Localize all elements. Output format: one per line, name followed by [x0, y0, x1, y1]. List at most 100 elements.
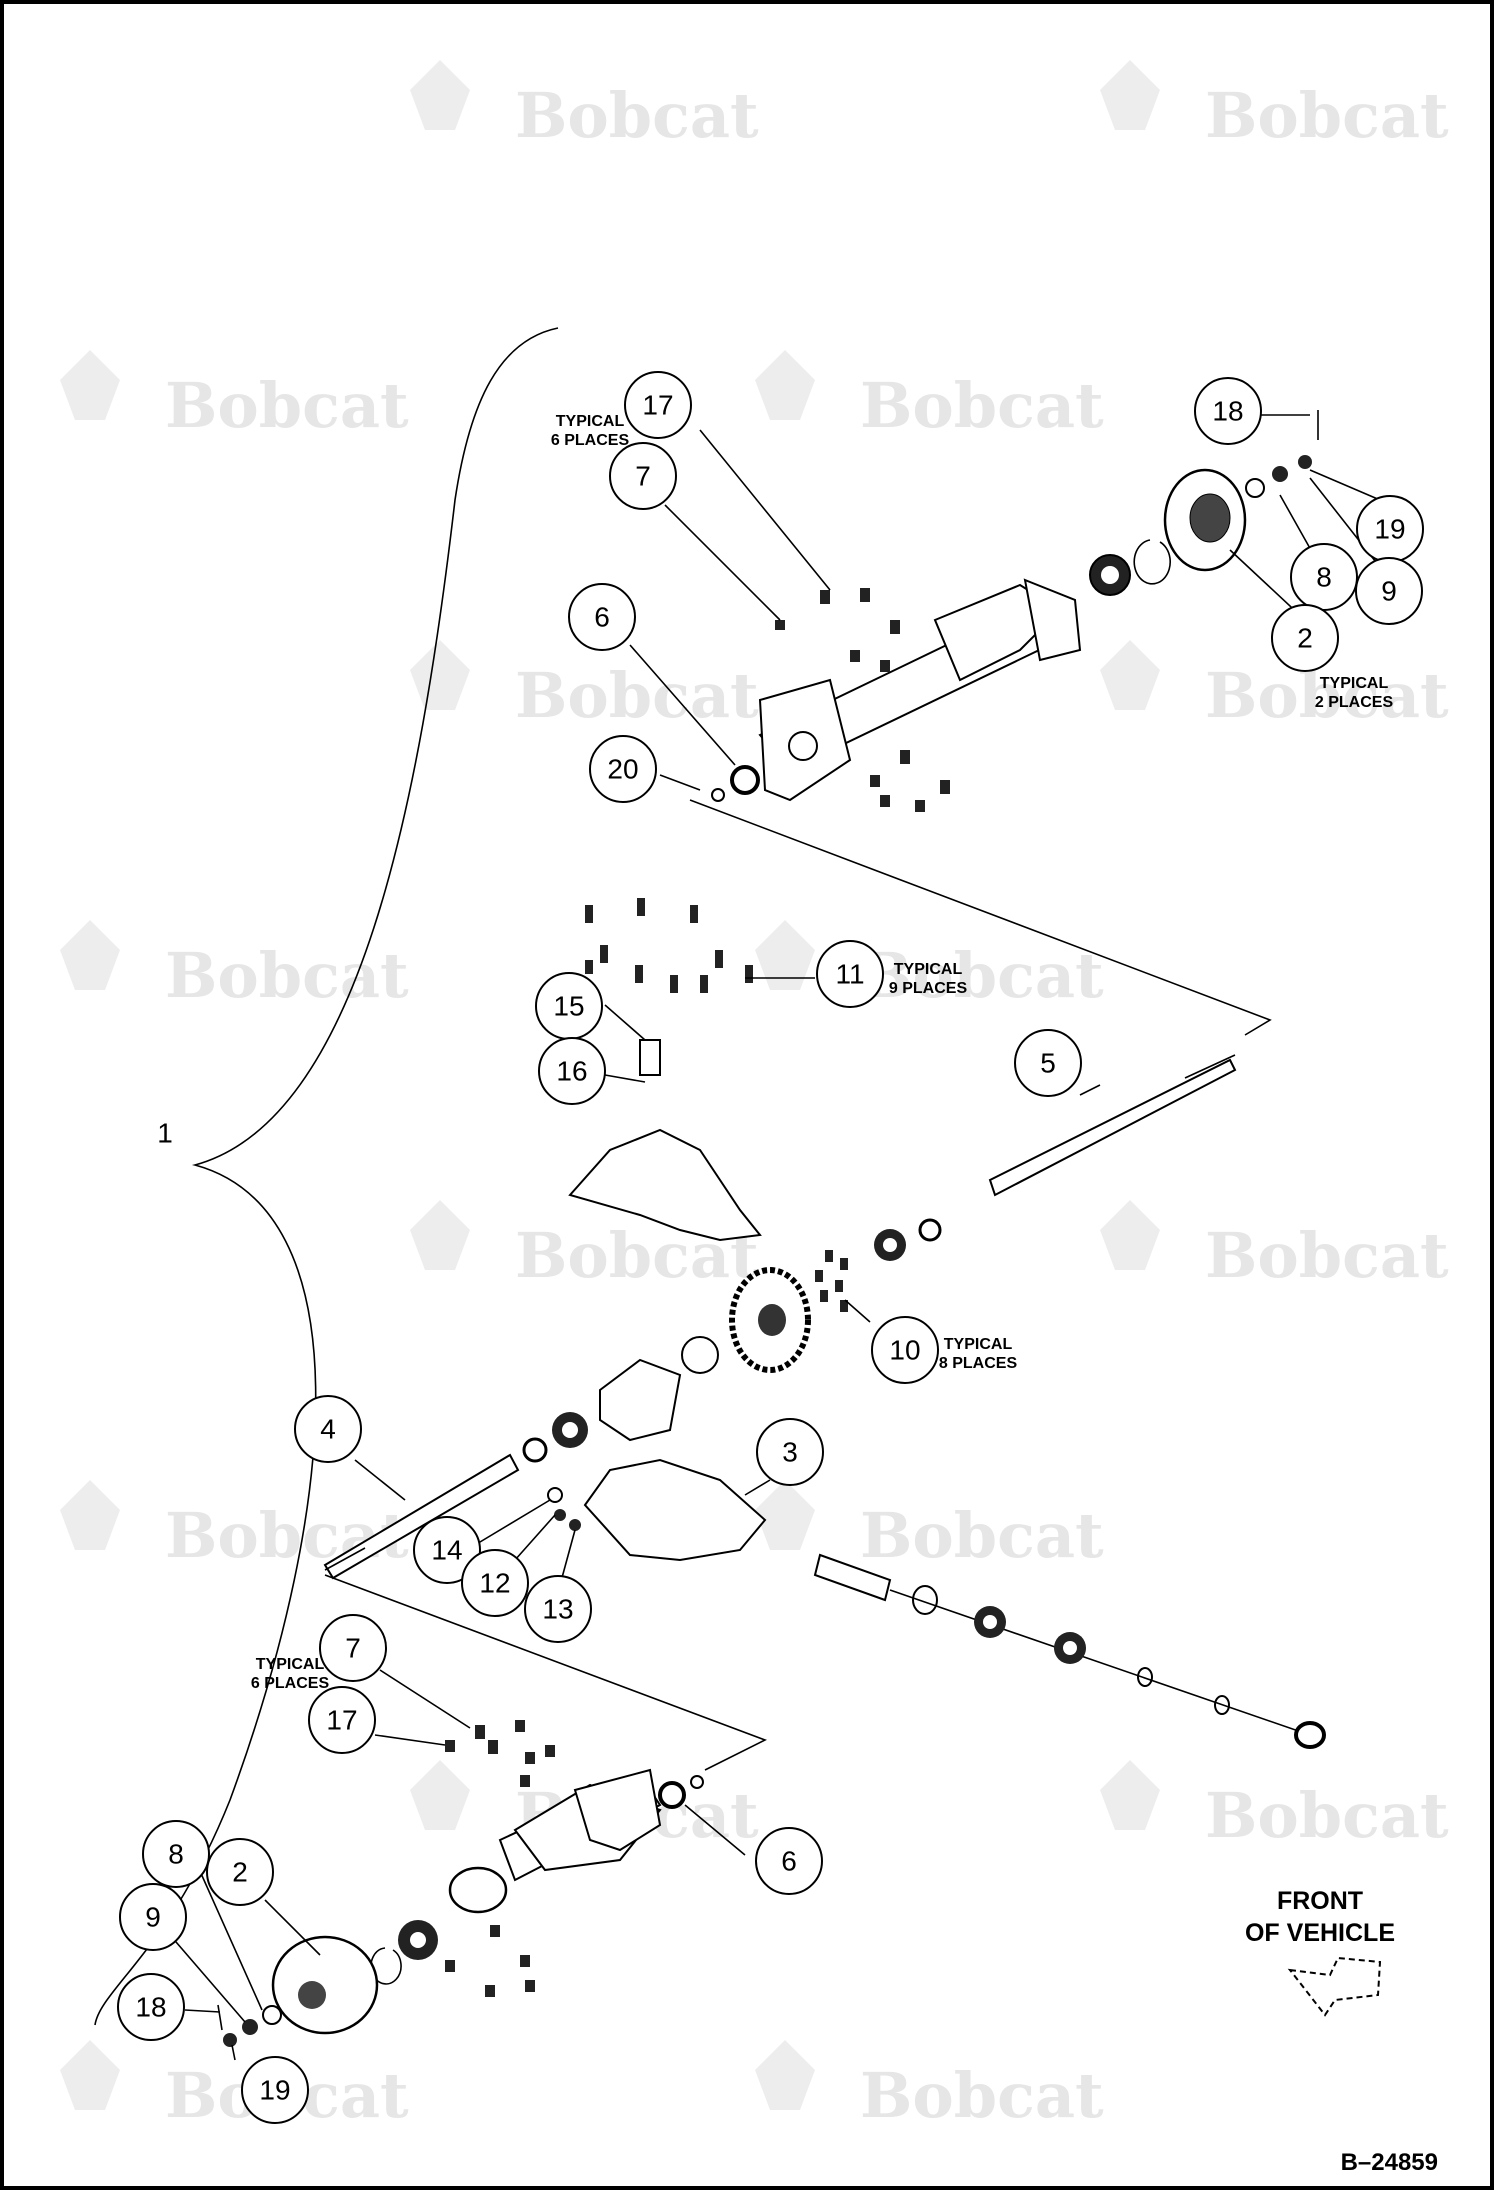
bolt-set-ring-gear	[815, 1250, 848, 1312]
spline-right	[1184, 1054, 1236, 1079]
svg-text:14: 14	[431, 1535, 462, 1566]
nut-top-2	[1298, 455, 1312, 469]
callout-13: 13	[524, 1575, 592, 1643]
pinion-axis	[889, 1589, 1311, 1736]
top-axle-tube-assembly	[711, 410, 1319, 812]
callout-18-top: 18	[1194, 377, 1262, 445]
svg-text:2 PLACES: 2 PLACES	[1315, 694, 1394, 711]
front-arrow-icon	[1287, 1956, 1382, 2017]
svg-text:Bobcat: Bobcat	[165, 1499, 409, 1572]
bearing-right-inner	[883, 1238, 897, 1252]
svg-text:Bobcat: Bobcat	[1205, 79, 1449, 152]
seal-bottom	[658, 1781, 686, 1809]
svg-text:TYPICAL: TYPICAL	[894, 961, 963, 978]
svg-text:19: 19	[259, 2075, 290, 2106]
watermark-logo: Bobcat	[60, 350, 409, 442]
note-typical-6-places-top: TYPICAL 6 PLACES	[551, 413, 630, 449]
bearing-top-inner	[1101, 566, 1119, 584]
svg-text:8: 8	[168, 1839, 184, 1870]
callout-8-top: 8	[1290, 543, 1358, 611]
svg-text:12: 12	[479, 1568, 510, 1599]
callout-7-bottom: 7	[319, 1614, 387, 1682]
callout-7-top: 7	[609, 442, 677, 510]
callout-4: 4	[294, 1395, 362, 1463]
assembly-brace	[94, 327, 559, 2026]
oring-top	[711, 788, 725, 802]
svg-text:4: 4	[320, 1414, 336, 1445]
callout-14: 14	[413, 1516, 481, 1584]
callout-17-bottom: 17	[308, 1686, 376, 1754]
svg-text:8 PLACES: 8 PLACES	[939, 1355, 1018, 1372]
watermark-logo: Bobcat	[60, 1480, 409, 1572]
pinion-oring	[912, 1585, 938, 1615]
svg-text:Bobcat: Bobcat	[515, 79, 759, 152]
svg-text:9: 9	[145, 1902, 161, 1933]
callout-20: 20	[589, 735, 657, 803]
seal-right	[918, 1218, 942, 1242]
bearing-bottom-inner	[410, 1932, 426, 1948]
callout-19-top: 19	[1356, 495, 1424, 563]
callout-6-top: 6	[568, 583, 636, 651]
ring-gear-hub	[758, 1304, 786, 1336]
callout-16: 16	[538, 1037, 606, 1105]
svg-text:Bobcat: Bobcat	[1205, 659, 1449, 732]
watermark-logo: Bobcat	[1100, 1200, 1449, 1292]
svg-text:9 PLACES: 9 PLACES	[889, 980, 968, 997]
svg-text:Bobcat: Bobcat	[1205, 1219, 1449, 1292]
svg-text:20: 20	[607, 754, 638, 785]
wheel-hub-center-top	[1189, 493, 1231, 543]
bolt-set-bottom	[445, 1720, 555, 1997]
hub-casting-bottom	[448, 1866, 508, 1914]
note-typical-8-places: TYPICAL 8 PLACES	[939, 1336, 1018, 1372]
differential-center-assembly	[323, 898, 1326, 1749]
svg-text:15: 15	[553, 991, 584, 1022]
svg-text:2: 2	[1297, 623, 1313, 654]
note-typical-6-places-bottom: TYPICAL 6 PLACES	[251, 1656, 330, 1692]
nut-top	[1272, 466, 1288, 482]
axle-housing-flange-bottom	[573, 1768, 662, 1852]
watermark-logo: Bobcat	[1100, 640, 1449, 732]
svg-text:5: 5	[1040, 1048, 1056, 1079]
svg-text:18: 18	[135, 1992, 166, 2023]
breather	[639, 1039, 661, 1076]
svg-text:17: 17	[642, 390, 673, 421]
svg-text:TYPICAL: TYPICAL	[556, 413, 625, 430]
callout-9-bottom: 9	[119, 1883, 187, 1951]
callout-2-bottom: 2	[206, 1838, 274, 1906]
axle-shaft-right	[988, 1058, 1237, 1197]
note-typical-9-places: TYPICAL 9 PLACES	[889, 961, 968, 997]
svg-text:TYPICAL: TYPICAL	[256, 1656, 325, 1673]
callout-3: 3	[756, 1418, 824, 1486]
oring-bottom	[690, 1775, 704, 1789]
wheel-hub-disc-bottom	[271, 1935, 379, 2035]
callout-5: 5	[1014, 1029, 1082, 1097]
svg-text:19: 19	[1374, 514, 1405, 545]
callout-2-top: 2	[1271, 604, 1339, 672]
leaders-center	[324, 977, 1101, 1771]
svg-text:Bobcat: Bobcat	[1205, 1779, 1449, 1852]
svg-text:3: 3	[782, 1437, 798, 1468]
watermark-logo: Bobcat	[755, 1480, 1104, 1572]
watermark-logo: Bobcat	[1100, 60, 1449, 152]
nut-bottom-2	[223, 2033, 237, 2047]
svg-text:Bobcat: Bobcat	[515, 659, 759, 732]
svg-text:TYPICAL: TYPICAL	[944, 1336, 1013, 1353]
watermark-logo: Bobcat	[410, 640, 759, 732]
bottom-axle-tube-assembly	[217, 1720, 704, 2047]
svg-text:2: 2	[232, 1857, 248, 1888]
axle-shaft-left	[323, 1453, 520, 1580]
washer-top	[1245, 478, 1265, 498]
figure-id: B–24859	[1341, 2149, 1438, 2176]
bearing-left-inner	[562, 1422, 578, 1438]
pinion-washer	[1294, 1721, 1326, 1749]
watermark-logo: Bobcat	[755, 350, 1104, 442]
callout-9-top: 9	[1355, 557, 1423, 625]
svg-text:16: 16	[556, 1056, 587, 1087]
wheel-hub-center-bottom	[298, 1981, 326, 2009]
svg-text:7: 7	[345, 1633, 361, 1664]
watermark-logo: Bobcat	[755, 2040, 1104, 2132]
front-of-vehicle-indicator: FRONT OF VEHICLE	[1245, 1887, 1395, 2017]
svg-text:7: 7	[635, 461, 651, 492]
